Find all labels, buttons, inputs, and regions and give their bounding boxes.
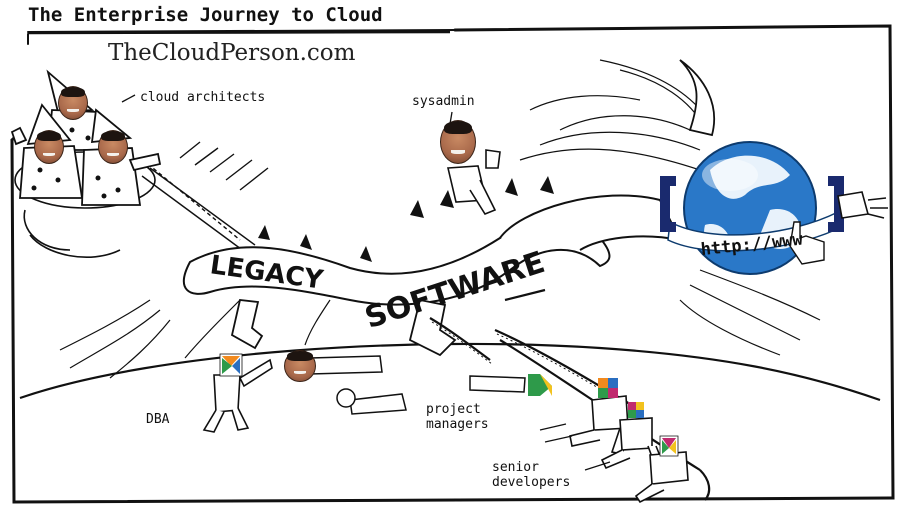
logo-dev3 bbox=[659, 435, 679, 457]
title-underline bbox=[27, 30, 451, 35]
label-cloud-architects: cloud architects bbox=[140, 90, 266, 105]
architect-face bbox=[58, 86, 88, 120]
dragon-body bbox=[183, 194, 682, 306]
label-project-line2: managers bbox=[426, 417, 489, 432]
logo-dba bbox=[219, 353, 243, 377]
url-brackets bbox=[660, 176, 844, 232]
dragon-snout bbox=[837, 191, 888, 219]
horizon-line bbox=[19, 342, 881, 402]
lying-figures bbox=[309, 355, 526, 415]
dragon-legs bbox=[230, 298, 457, 357]
label-senior-line2: developers bbox=[492, 475, 571, 490]
hand-cursor-icon bbox=[789, 221, 825, 265]
architect-face bbox=[34, 130, 64, 164]
logo-pm bbox=[528, 374, 552, 396]
dragon-mane bbox=[59, 59, 821, 379]
dba-figure bbox=[202, 358, 273, 433]
magic-beam bbox=[141, 163, 256, 253]
site-name: TheCloudPerson.com bbox=[108, 40, 356, 66]
logo-dev1 bbox=[598, 378, 618, 398]
sysadmin-face bbox=[440, 120, 476, 164]
label-project-line1: project bbox=[426, 402, 481, 417]
wizard-stars bbox=[31, 127, 121, 199]
logo-dev2 bbox=[628, 402, 644, 418]
label-project-managers: project managers bbox=[426, 402, 489, 432]
sysadmin-figure bbox=[447, 149, 501, 215]
speed-lines bbox=[179, 141, 269, 191]
dragon-horn bbox=[679, 59, 716, 137]
lying-person-face bbox=[284, 350, 316, 382]
label-senior-line1: senior bbox=[492, 460, 539, 475]
page-title: The Enterprise Journey to Cloud bbox=[28, 4, 383, 26]
label-sysadmin: sysadmin bbox=[412, 94, 475, 109]
label-dba: DBA bbox=[146, 412, 170, 427]
architect-face bbox=[98, 130, 128, 164]
developer-speed-lines bbox=[539, 423, 611, 471]
label-senior-developers: senior developers bbox=[492, 460, 570, 490]
